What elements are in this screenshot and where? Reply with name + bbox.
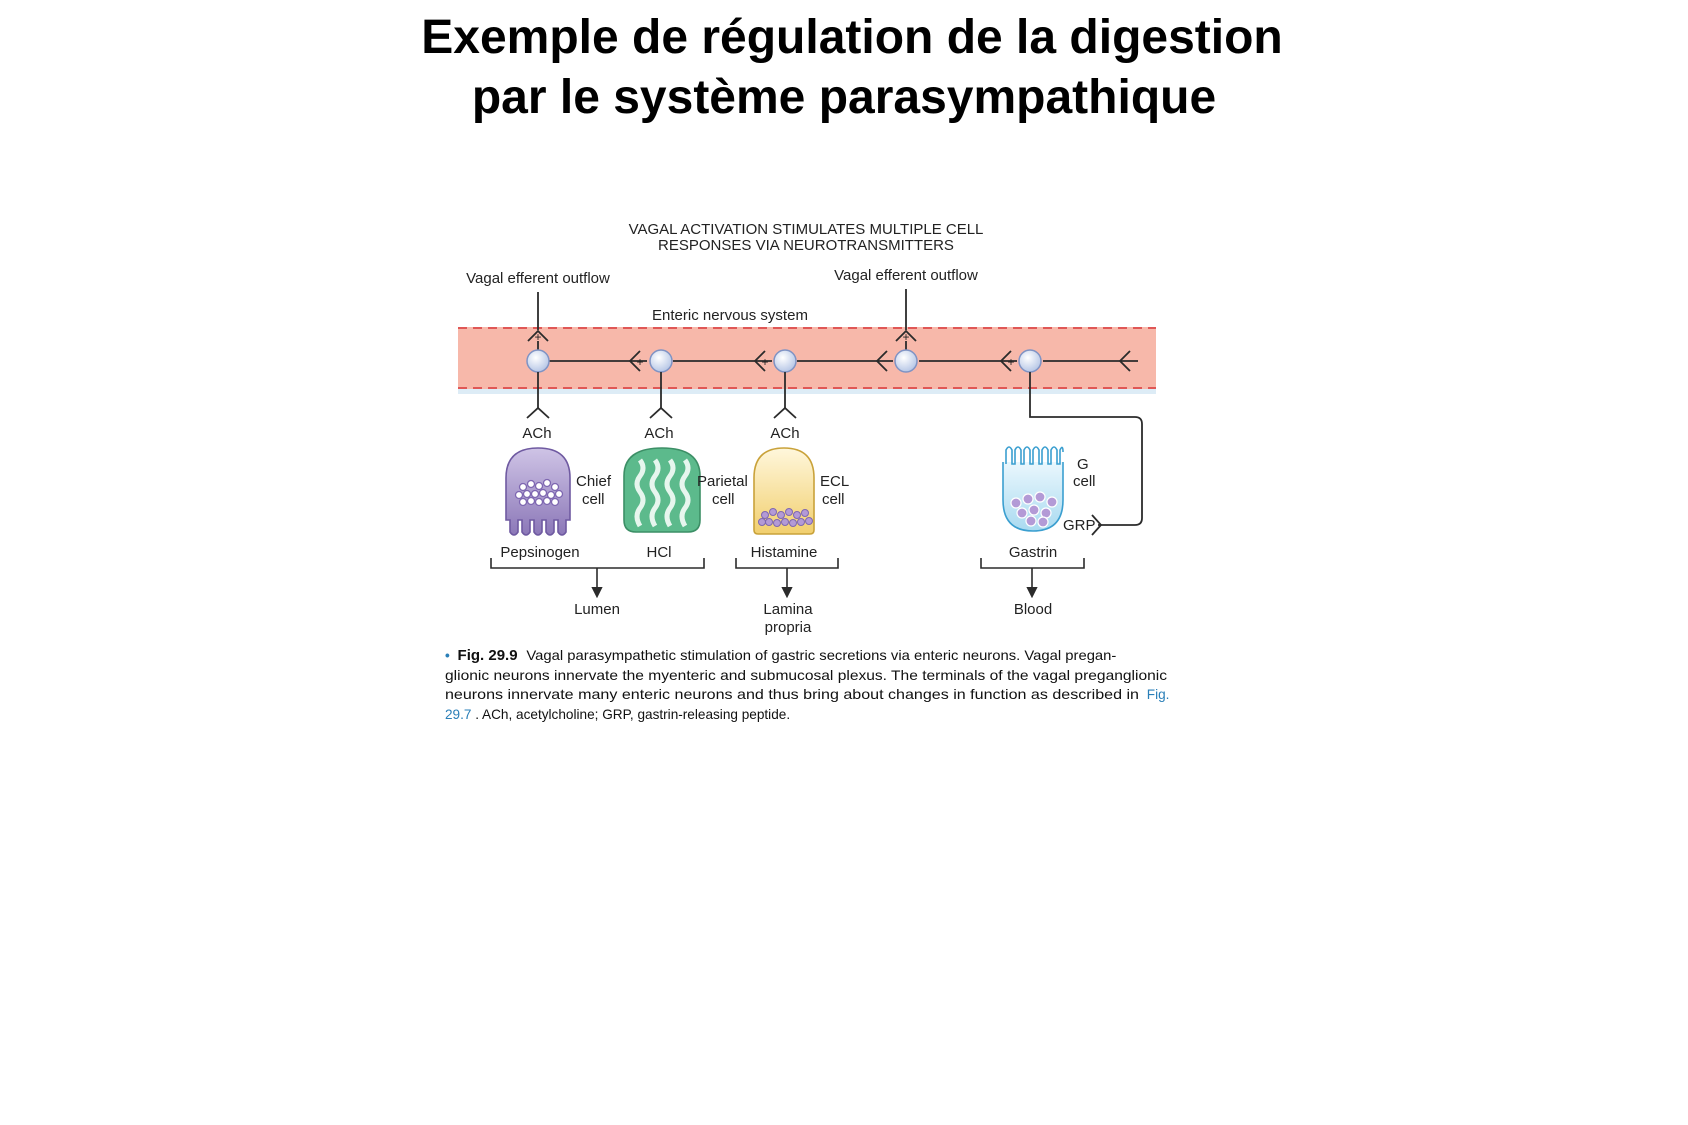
enteric-nervous-system-label: Enteric nervous system <box>652 307 808 324</box>
hcl-label: HCl <box>647 544 672 561</box>
vagal-efferent-label-left: Vagal efferent outflow <box>466 270 610 287</box>
bracket-lumen <box>490 558 705 599</box>
axon-to-g-cell <box>1029 372 1143 536</box>
figure-header-line-1: VAGAL ACTIVATION STIMULATES MULTIPLE CEL… <box>629 221 984 238</box>
ecl-cell-label-line-1: ECL <box>820 473 849 490</box>
enteric-neuron-3 <box>773 349 797 373</box>
blood-label: Blood <box>1014 601 1052 618</box>
figure-header-line-2: RESPONSES VIA NEUROTRANSMITTERS <box>658 237 954 254</box>
plus-sign: + <box>902 330 909 344</box>
caption-figure-link: Fig. <box>1147 687 1170 702</box>
vagal-efferent-label-right: Vagal efferent outflow <box>834 267 978 284</box>
histamine-label: Histamine <box>751 544 818 561</box>
figure-caption-line-3: neurons innervate many enteric neurons a… <box>445 687 1169 702</box>
parietal-cell-label-line-1: Parietal <box>697 473 748 490</box>
bracket-lamina-propria <box>735 558 839 599</box>
ecl-cell-label-line-2: cell <box>822 491 845 508</box>
g-cell-label-line-1: G <box>1077 456 1089 473</box>
axon-to-ecl-cell <box>773 372 797 419</box>
parietal-cell-label-line-2: cell <box>712 491 735 508</box>
figure-caption-line-1: • Fig. 29.9 Vagal parasympathetic stimul… <box>445 647 1116 664</box>
enteric-neuron-1 <box>526 349 550 373</box>
g-cell-label-line-2: cell <box>1073 473 1096 490</box>
plus-sign: + <box>636 355 643 369</box>
lamina-propria-label-line-2: propria <box>765 619 812 636</box>
ens-bottom-shadow <box>458 389 1156 394</box>
ach-label-ecl: ACh <box>770 425 799 442</box>
chief-cell-label-line-1: Chief <box>576 473 612 490</box>
ach-label-parietal: ACh <box>644 425 673 442</box>
lumen-label: Lumen <box>574 601 620 618</box>
plus-sign: + <box>534 330 541 344</box>
enteric-neuron-chain: + + + <box>549 350 1138 372</box>
chief-cell <box>505 447 571 536</box>
enteric-nervous-system-band <box>458 327 1156 389</box>
axon-to-chief-cell <box>526 372 550 419</box>
enteric-neuron-4 <box>894 349 918 373</box>
axon-to-parietal-cell <box>649 372 673 419</box>
plus-sign: + <box>1007 355 1014 369</box>
caption-figure-link-number: 29.7 <box>445 707 471 722</box>
slide-title-line-1: Exemple de régulation de la digestion <box>421 11 1283 64</box>
figure-caption-line-4: 29.7 . ACh, acetylcholine; GRP, gastrin-… <box>445 707 790 722</box>
parietal-cell <box>623 447 701 533</box>
enteric-neuron-5 <box>1018 349 1042 373</box>
bracket-blood <box>980 558 1085 599</box>
plus-sign: + <box>761 355 768 369</box>
ecl-cell <box>753 447 815 535</box>
ach-label-chief: ACh <box>522 425 551 442</box>
g-cell <box>1002 446 1064 532</box>
grp-label: GRP <box>1063 517 1096 534</box>
chief-cell-label-line-2: cell <box>582 491 605 508</box>
gastrin-label: Gastrin <box>1009 544 1057 561</box>
figure-caption-line-2: glionic neurons innervate the myenteric … <box>445 668 1167 683</box>
slide-title-line-2: par le système parasympathique <box>471 71 1217 124</box>
lamina-propria-label-line-1: Lamina <box>763 601 813 618</box>
pepsinogen-label: Pepsinogen <box>500 544 579 561</box>
enteric-neuron-2 <box>649 349 673 373</box>
